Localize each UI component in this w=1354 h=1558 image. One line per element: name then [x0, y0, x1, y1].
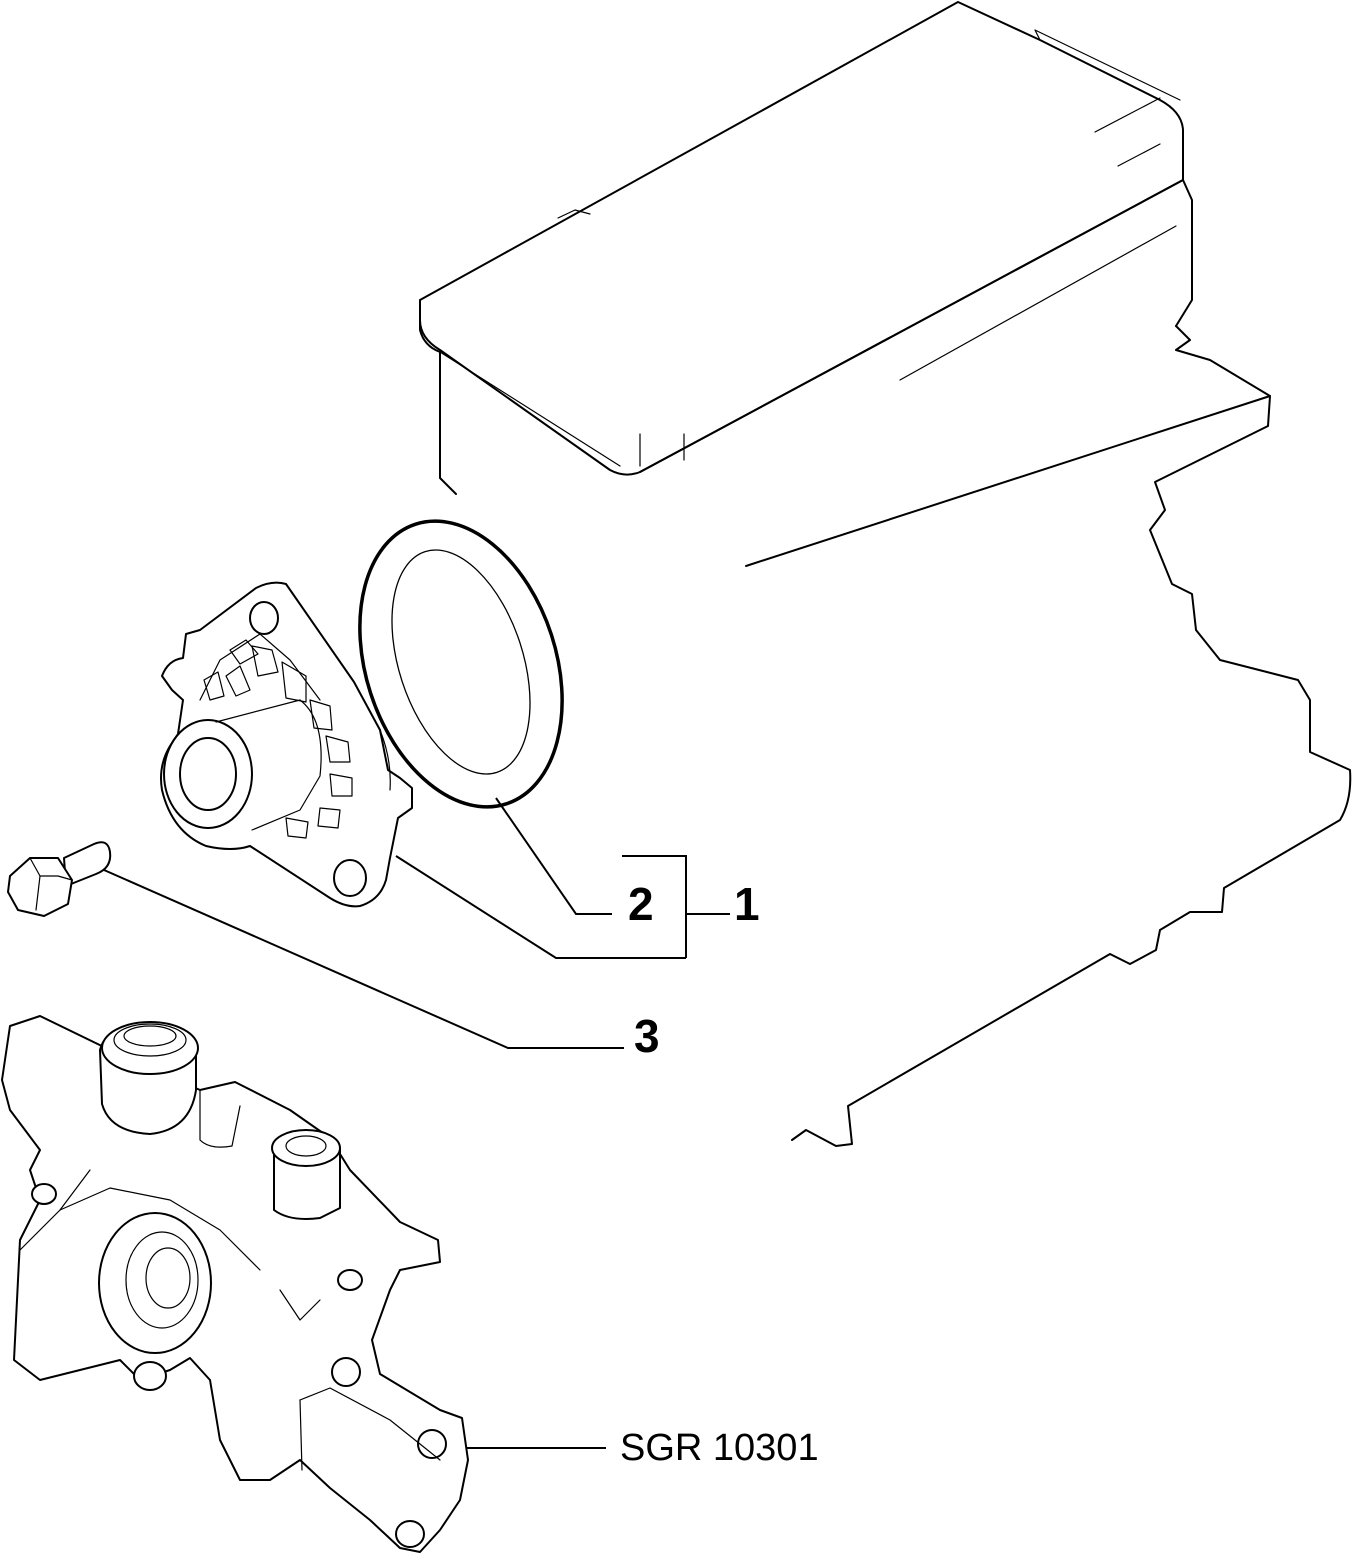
engine-block-outline: [419, 1, 1352, 1147]
oil-pump-cover-assembly: [1, 1015, 469, 1553]
leader-part-3: [103, 869, 624, 1049]
reference-code-label: SGR 10301: [620, 1427, 819, 1469]
group-bracket: [622, 855, 687, 958]
callout-1: 1: [734, 878, 760, 930]
callout-3: 3: [634, 1010, 660, 1062]
leader-part-2: [495, 797, 612, 915]
leader-lines: [103, 797, 730, 1449]
pump-housing-part-1: [160, 581, 413, 908]
gasket-ring-part-2: [358, 519, 564, 809]
callout-2: 2: [628, 878, 654, 930]
leader-part-1-housing: [395, 855, 686, 959]
bolt-part-3: [7, 841, 112, 917]
